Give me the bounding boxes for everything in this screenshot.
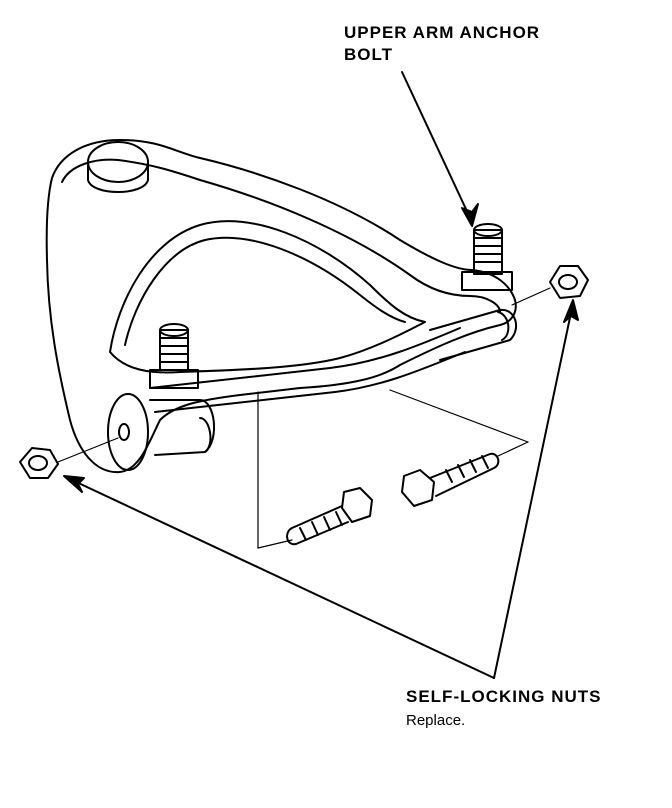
lower-bolt — [286, 487, 373, 546]
lower-bolt-guide-base — [257, 539, 293, 549]
left-anchor-stud — [149, 323, 199, 389]
replace-note: Replace. — [406, 712, 466, 729]
left-bushing-end — [199, 417, 212, 453]
control-arm-inner-rib — [61, 158, 501, 313]
anchor-bolt-leader — [401, 71, 473, 223]
upper-arm-anchor-bolt-label-line1: UPPER ARM ANCHOR — [344, 23, 541, 42]
right-self-locking-nut — [549, 265, 589, 299]
nuts-leader-left — [71, 479, 495, 679]
upper-arm-anchor-bolt-label: UPPER ARM ANCHOR BOLT — [344, 22, 540, 66]
left-bushing-hole — [118, 423, 130, 441]
nuts-leader-left-arrowhead — [63, 475, 85, 493]
ball-joint-boss — [87, 141, 149, 183]
left-self-locking-nut — [19, 447, 59, 479]
nuts-leader-right — [493, 307, 573, 679]
right-bushing-end — [497, 311, 510, 341]
control-arm-opening-lip — [124, 236, 406, 346]
nuts-leader-right-arrowhead — [563, 299, 579, 323]
upper-bolt-guide — [389, 389, 529, 443]
right-nut-axis — [511, 287, 551, 306]
left-bushing-eye — [107, 393, 149, 471]
left-nut-axis — [57, 437, 119, 463]
right-anchor-stud — [461, 223, 513, 291]
self-locking-nuts-label: SELF-LOCKING NUTS — [406, 687, 602, 706]
control-arm-opening — [109, 220, 426, 374]
ball-joint-boss-side — [87, 161, 149, 193]
control-arm-body — [45, 139, 517, 474]
anchor-bolt-arrowhead — [461, 203, 479, 227]
upper-arm-anchor-bolt-label-line2: BOLT — [344, 45, 394, 64]
right-bushing-sleeve — [429, 308, 518, 361]
pivot-bar — [149, 327, 466, 413]
upper-bolt — [401, 452, 500, 507]
upper-bolt-guide-link — [497, 441, 529, 457]
